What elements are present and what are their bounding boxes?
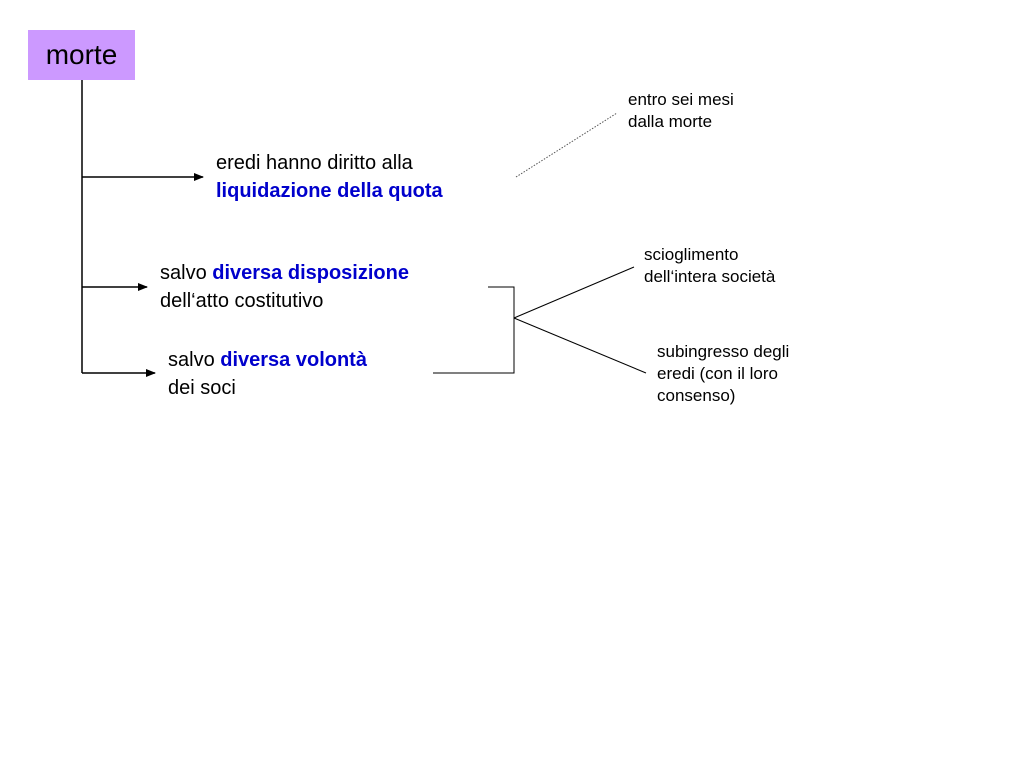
- node-subingresso: subingresso degli eredi (con il loro con…: [657, 341, 789, 407]
- liquidazione-line1: eredi hanno diritto alla: [216, 152, 413, 174]
- disposizione-highlight: diversa disposizione: [212, 262, 409, 284]
- scioglimento-line1: scioglimento: [644, 245, 739, 264]
- fork-line-scioglimento: [513, 266, 635, 319]
- subingresso-line3: consenso): [657, 386, 736, 405]
- volonta-prefix: salvo: [168, 349, 221, 371]
- node-diversa-volonta: salvo diversa volontà dei soci: [168, 346, 367, 402]
- subingresso-line2: eredi (con il loro: [657, 364, 778, 383]
- root-label: morte: [45, 39, 118, 70]
- root-node-morte: morte: [28, 30, 135, 80]
- bracket-conditions: [433, 286, 515, 374]
- node-diversa-disposizione: salvo diversa disposizione dell‘atto cos…: [160, 259, 409, 315]
- dotted-link-entro: [515, 112, 618, 178]
- liquidazione-highlight: liquidazione della quota: [216, 180, 443, 202]
- scioglimento-line2: dell‘intera società: [644, 267, 776, 286]
- entro-line2: dalla morte: [628, 112, 713, 131]
- disposizione-prefix: salvo: [160, 262, 213, 284]
- node-scioglimento: scioglimento dell‘intera società: [644, 244, 775, 288]
- node-entro-sei-mesi: entro sei mesi dalla morte: [628, 89, 734, 133]
- volonta-line2: dei soci: [168, 377, 236, 399]
- entro-line1: entro sei mesi: [628, 90, 734, 109]
- subingresso-line1: subingresso degli: [657, 342, 790, 361]
- node-liquidazione: eredi hanno diritto alla liquidazione de…: [216, 149, 443, 205]
- fork-line-subingresso: [513, 317, 647, 374]
- disposizione-line2: dell‘atto costitutivo: [160, 290, 324, 312]
- volonta-highlight: diversa volontà: [220, 349, 367, 371]
